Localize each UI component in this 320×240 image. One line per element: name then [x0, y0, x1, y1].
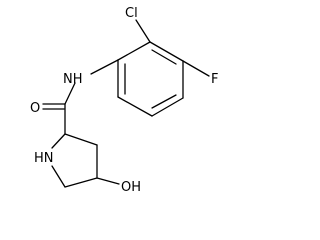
bond-c4-oh	[96, 177, 120, 185]
double-bond-inner-c4-c5	[151, 94, 177, 109]
molecule-structure: Cl F NH O HN OH	[30, 6, 218, 195]
double-bond-inner-c2-c3	[151, 49, 177, 65]
bond-c-nh	[90, 59, 119, 75]
bond-c-cl	[135, 19, 151, 43]
atom-label-ring-nitrogen: HN	[34, 151, 54, 166]
bond-c5-n	[51, 165, 66, 188]
bond-ring-c2-c3	[149, 41, 184, 62]
atom-label-hydroxyl: OH	[121, 180, 141, 195]
bond-c4-c5	[64, 177, 98, 188]
bond-nh-carbonyl	[64, 82, 76, 105]
bond-c-f	[182, 60, 210, 77]
pyrrolidine-ring	[51, 133, 98, 188]
bond-ring-c1-c2	[117, 41, 151, 61]
atom-label-fluorine: F	[211, 72, 218, 87]
atom-label-amide-nitrogen: NH	[63, 72, 83, 87]
bond-c2-c3	[64, 133, 98, 146]
bond-ring-c5-c6	[117, 96, 153, 117]
bond-ring-c4-c5	[151, 97, 184, 117]
benzene-ring	[117, 41, 184, 117]
atom-label-chlorine: Cl	[125, 6, 138, 21]
bond-n-c2	[51, 133, 66, 149]
atom-label-carbonyl-oxygen: O	[30, 101, 40, 116]
